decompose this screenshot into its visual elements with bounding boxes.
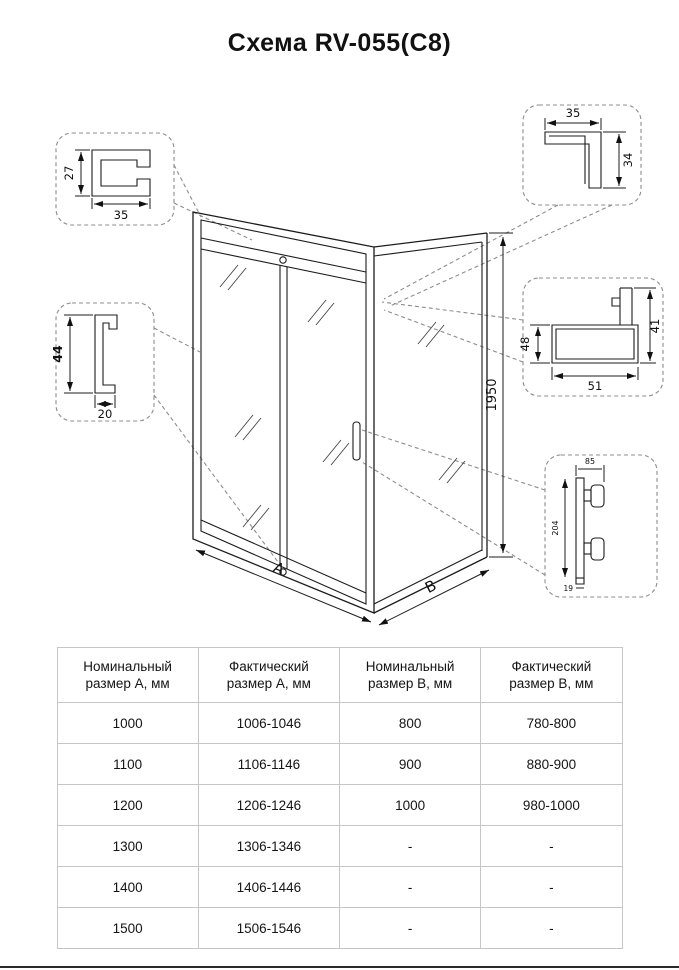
door-bottom-rail [200, 519, 367, 594]
dim-19-label: 19 [563, 584, 573, 593]
table-header-actual-a: Фактический размер А, мм [197, 647, 341, 703]
table-cell: 1106-1146 [197, 743, 341, 785]
dim-35b-label: 35 [566, 106, 581, 120]
dim-85-label: 85 [585, 457, 595, 466]
callout-handle-bracket [544, 454, 658, 598]
callout-bottom-corner-profile [522, 277, 664, 397]
glass-reflection-marks [219, 264, 466, 531]
table-row: 1500 1506-1546 - - [56, 907, 623, 949]
table-cell: 1300 [56, 825, 199, 867]
dim-34-label: 34 [621, 153, 635, 168]
page-edge-line [0, 966, 679, 968]
table-cell: 800 [338, 702, 482, 744]
table-cell: - [480, 866, 623, 908]
table-cell: 1306-1346 [197, 825, 341, 867]
dim-height-label: 1950 [485, 378, 500, 411]
callout-leader-lines [153, 164, 613, 576]
callout-side-wall-profile [55, 302, 155, 422]
overall-dimensions: 1950 A B [195, 232, 513, 626]
detail-bottom-corner-profile: 48 41 51 [518, 287, 662, 393]
table-row: 1100 1106-1146 900 880-900 [56, 743, 623, 785]
page-title: Схема RV-055(C8) [227, 29, 452, 57]
table-row: 1300 1306-1346 - - [56, 825, 623, 867]
callout-boxes [55, 104, 664, 598]
table-header-actual-b: Фактический размер В, мм [480, 647, 623, 703]
dim-51-label: 51 [588, 379, 603, 393]
table-cell: 1406-1446 [197, 866, 341, 908]
table-cell: 1000 [338, 784, 482, 826]
callout-top-corner-profile [522, 104, 642, 206]
table-cell: - [338, 907, 482, 949]
dim-48-label: 48 [518, 337, 532, 352]
side-panel-top [373, 232, 488, 248]
dim-35-label: 35 [114, 208, 129, 222]
table-cell: 1500 [56, 907, 199, 949]
dim-27-label: 27 [62, 166, 76, 181]
table-cell: 900 [338, 743, 482, 785]
dim-204-label: 204 [551, 520, 560, 535]
detail-top-corner-profile: 35 34 [544, 106, 635, 189]
table-cell: 880-900 [480, 743, 623, 785]
table-header-row: Номинальный размер А, мм Фактический раз… [56, 647, 623, 703]
table-header-nominal-a: Номинальный размер А, мм [56, 647, 199, 703]
size-table: Номинальный размер А, мм Фактический раз… [56, 647, 623, 949]
table-row: 1400 1406-1446 - - [56, 866, 623, 908]
detail-side-wall-profile: 44 20 [50, 314, 118, 421]
shower-enclosure [192, 211, 488, 614]
table-cell: 1506-1546 [197, 907, 341, 949]
table-cell: - [338, 866, 482, 908]
roller-top [279, 256, 287, 264]
callout-top-wall-profile [55, 132, 175, 226]
door-top-track [200, 237, 367, 273]
detail-top-wall-profile: 27 35 [62, 149, 151, 222]
table-row: 1200 1206-1246 1000 980-1000 [56, 784, 623, 826]
table-cell: 1400 [56, 866, 199, 908]
dim-depth-b-label: B [422, 576, 439, 597]
dim-41-label: 41 [648, 319, 662, 334]
table-row: 1000 1006-1046 800 780-800 [56, 702, 623, 744]
table-cell: 1100 [56, 743, 199, 785]
table-cell: 1006-1046 [197, 702, 341, 744]
table-cell: 980-1000 [480, 784, 623, 826]
schematic-drawing: 1950 A B 27 35 44 20 [50, 104, 664, 626]
door-handle [352, 421, 361, 461]
detail-handle-bracket: 85 204 19 [551, 457, 605, 593]
table-cell: - [480, 825, 623, 867]
table-cell: 780-800 [480, 702, 623, 744]
table-cell: - [480, 907, 623, 949]
dim-44-label: 44 [50, 345, 65, 363]
dim-20-label: 20 [98, 407, 113, 421]
table-cell: - [338, 825, 482, 867]
table-cell: 1000 [56, 702, 199, 744]
front-door-outer-frame [192, 211, 375, 614]
table-header-nominal-b: Номинальный размер В, мм [338, 647, 482, 703]
table-cell: 1200 [56, 784, 199, 826]
table-cell: 1206-1246 [197, 784, 341, 826]
